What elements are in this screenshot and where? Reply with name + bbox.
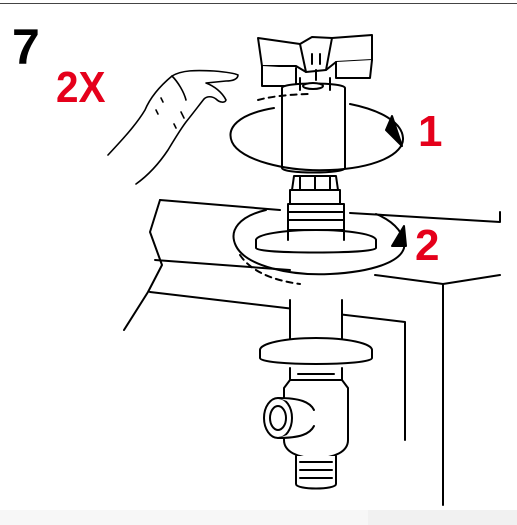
rotation-arrow-icon <box>391 225 407 247</box>
step-number: 7 <box>12 19 40 75</box>
bottom-strip-segment <box>0 510 368 525</box>
step-label-2: 2 <box>415 221 440 270</box>
hand-icon <box>107 69 239 185</box>
spindle <box>281 77 346 174</box>
valve-nut <box>287 175 345 231</box>
countertop <box>123 199 501 506</box>
flange <box>255 229 377 254</box>
valve-handle <box>257 34 373 87</box>
repeat-count: 2X <box>56 63 106 112</box>
bottom-strip <box>0 510 517 525</box>
step-label-1: 1 <box>418 107 443 156</box>
rotation-arrow-icon <box>385 115 403 147</box>
rotation-ring-1 <box>229 93 405 172</box>
top-border <box>0 3 517 4</box>
side-port <box>263 397 315 439</box>
bottom-fitting <box>295 455 337 490</box>
